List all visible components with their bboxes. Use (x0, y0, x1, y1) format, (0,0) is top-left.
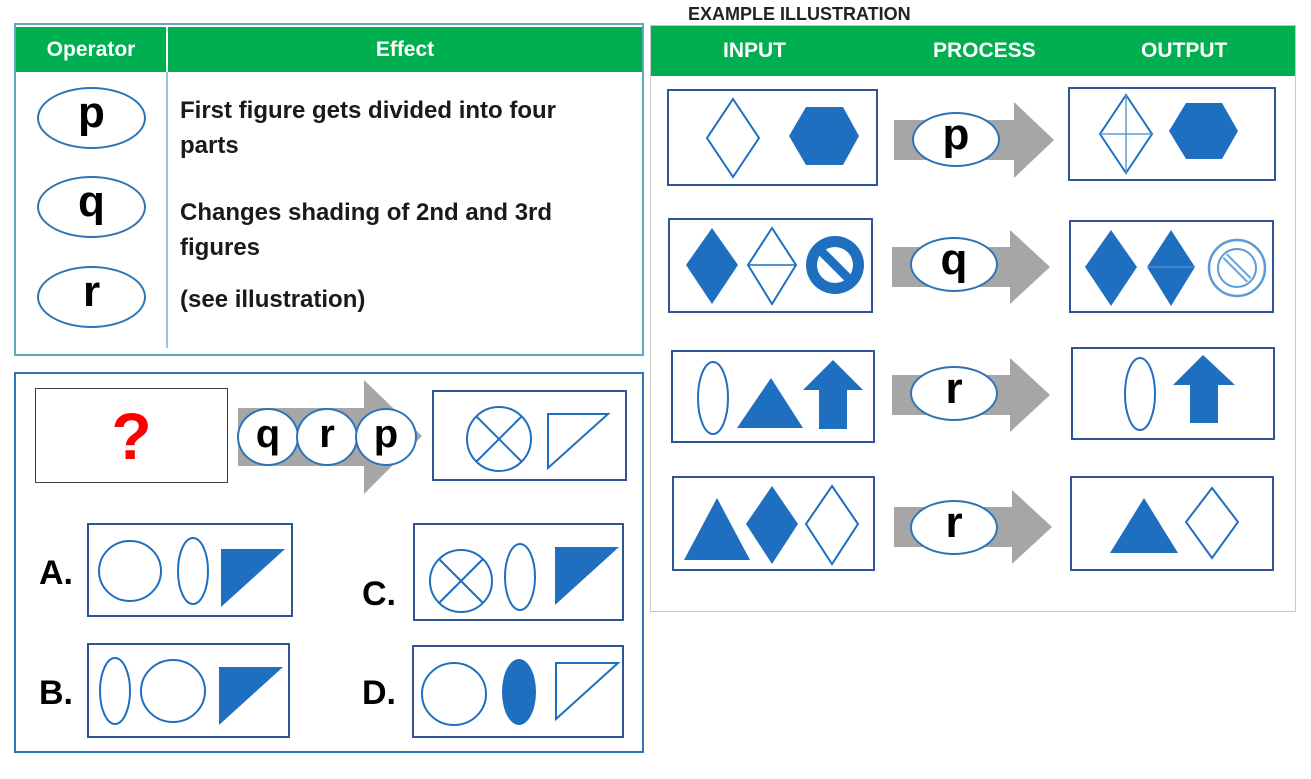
example-row2-op: q (910, 237, 998, 292)
filled-up-arrow (803, 360, 863, 429)
filled-triangle (1110, 498, 1178, 553)
filled-hexagon (1169, 103, 1238, 159)
filled-ellipse (502, 659, 536, 725)
example-row3-op: r (910, 366, 998, 421)
question-unknown-box: ? (35, 388, 228, 483)
hollow-ellipse (99, 657, 131, 725)
hollow-diamond (804, 484, 860, 566)
output-header: OUTPUT (1141, 39, 1228, 62)
hollow-right-triangle (555, 662, 621, 722)
example-row1-output (1068, 87, 1276, 181)
filled-right-triangle (555, 547, 619, 605)
example-row2-output (1069, 220, 1274, 313)
question-op-r: r (296, 408, 358, 466)
question-op-q: q (237, 408, 299, 466)
operator-q-oval: q (37, 176, 146, 238)
example-title: EXAMPLE ILLUSTRATION (688, 4, 911, 24)
example-panel (650, 25, 1296, 612)
example-row3-input (671, 350, 875, 443)
hollow-no-entry-sign (1207, 238, 1267, 298)
option-a-box[interactable] (87, 523, 293, 617)
hollow-ellipse (697, 361, 729, 435)
example-row4-input (672, 476, 875, 571)
filled-diamond (1085, 230, 1137, 306)
crossed-circle (466, 406, 532, 472)
option-d-box[interactable] (412, 645, 624, 738)
operator-header: Operator (16, 27, 166, 72)
half-diamond (746, 226, 798, 306)
input-header: INPUT (723, 39, 786, 62)
option-d-label: D. (362, 674, 396, 712)
filled-diamond (746, 486, 798, 564)
table-divider (166, 72, 168, 348)
process-header: PROCESS (933, 39, 1036, 62)
example-row2-input (668, 218, 873, 313)
effect-q-text: Changes shading of 2nd and 3rd figures (180, 199, 553, 261)
hollow-diamond (705, 97, 761, 179)
effect-r-text: (see illustration) (180, 286, 366, 313)
hollow-right-triangle (547, 413, 611, 471)
filled-hexagon (789, 107, 859, 165)
example-row3-output (1071, 347, 1275, 440)
filled-diamond-2 (1147, 230, 1195, 306)
option-c-label: C. (362, 575, 396, 613)
filled-triangle (684, 498, 750, 560)
effect-p-text: First figure gets divided into four part… (180, 97, 557, 159)
example-row1-op: p (912, 112, 1000, 167)
hollow-ellipse (177, 537, 209, 605)
filled-right-triangle (219, 667, 283, 725)
example-row1-input (667, 89, 878, 186)
filled-up-arrow (1173, 355, 1235, 423)
filled-right-triangle (221, 549, 285, 607)
option-b-label: B. (39, 674, 73, 712)
hollow-circle (140, 659, 206, 723)
operator-r-oval: r (37, 266, 146, 328)
question-panel (14, 372, 644, 753)
question-op-p: p (355, 408, 417, 466)
hollow-circle (421, 662, 487, 726)
example-row4-op: r (910, 500, 998, 555)
effect-header: Effect (168, 27, 642, 72)
hollow-ellipse (1124, 357, 1156, 431)
option-b-box[interactable] (87, 643, 290, 738)
question-result-box (432, 390, 627, 481)
example-header: INPUT PROCESS OUTPUT (651, 26, 1295, 76)
filled-triangle (737, 378, 803, 428)
option-c-box[interactable] (413, 523, 624, 621)
question-mark: ? (111, 398, 152, 473)
hollow-diamond (1184, 486, 1240, 560)
example-row4-output (1070, 476, 1274, 571)
operator-p-oval: p (37, 87, 146, 149)
crossed-circle (429, 549, 493, 613)
filled-diamond (686, 228, 738, 304)
option-a-label: A. (39, 554, 73, 592)
hollow-ellipse (504, 543, 536, 611)
hollow-circle (98, 540, 162, 602)
